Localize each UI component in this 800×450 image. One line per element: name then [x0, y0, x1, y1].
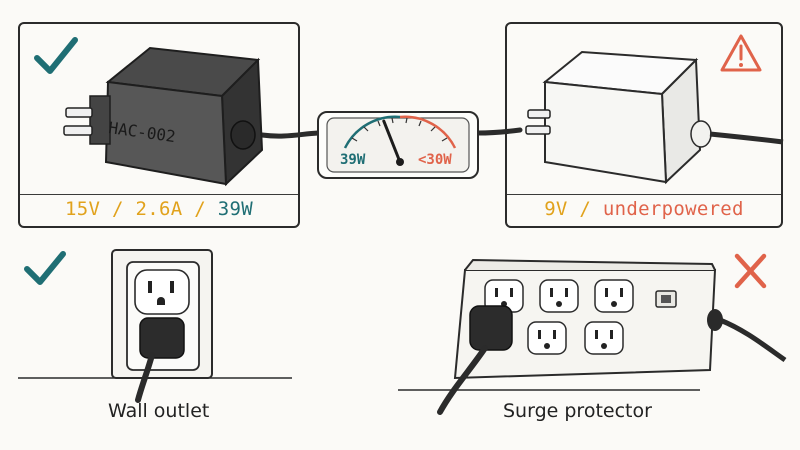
meter-arc-red	[399, 115, 457, 149]
alt-voltage-value: 9V	[544, 198, 568, 220]
compatible-adapter-panel: 15V / 2.6A / 39W	[18, 22, 300, 228]
panel-divider	[20, 194, 298, 195]
separator: /	[194, 198, 206, 220]
power-adapter-white	[525, 50, 784, 185]
current-value: 2.6A	[135, 198, 183, 220]
separator: /	[112, 198, 124, 220]
underpowered-status: underpowered	[602, 198, 744, 220]
power-cable-right	[475, 127, 523, 136]
surge-protector	[437, 258, 787, 415]
plugged-cord	[469, 305, 513, 351]
voltage-value: 15V	[65, 198, 101, 220]
separator: /	[579, 198, 592, 220]
cross-icon	[734, 253, 767, 289]
panel-divider	[507, 194, 781, 195]
meter-arc-teal	[343, 115, 401, 149]
incompatible-adapter-panel: 9V / underpowered	[505, 22, 783, 228]
meter-needle	[382, 119, 402, 164]
surge-sockets	[484, 279, 634, 355]
check-icon	[24, 251, 66, 285]
wall-outlet	[111, 249, 213, 403]
alternative-spec-caption: 9V / underpowered	[507, 198, 781, 220]
power-adapter-black	[63, 46, 264, 187]
check-icon	[34, 37, 78, 74]
wattage-value: 39W	[217, 198, 253, 220]
watt-meter	[317, 111, 479, 179]
meter-right-value: <30W	[418, 152, 452, 168]
warning-icon	[720, 34, 762, 72]
wall-outlet-label: Wall outlet	[108, 400, 210, 422]
meter-left-value: 39W	[340, 152, 366, 168]
adapter-spec-caption: 15V / 2.6A / 39W	[20, 198, 298, 220]
power-cable-left	[259, 130, 321, 139]
meter-ticks	[351, 117, 448, 142]
meter-pivot	[396, 158, 404, 166]
surge-protector-label: Surge protector	[503, 400, 652, 422]
